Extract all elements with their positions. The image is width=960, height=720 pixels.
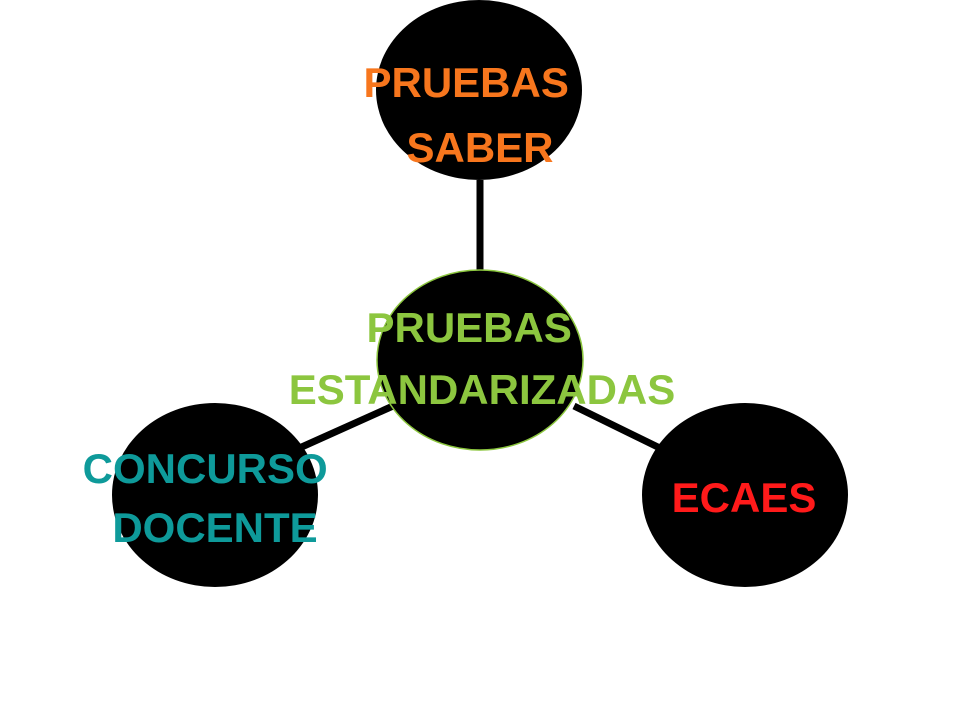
node-top-label-line-2: SABER bbox=[406, 124, 553, 171]
node-center-label-line-2: ESTANDARIZADAS bbox=[289, 366, 676, 413]
node-right-circle bbox=[642, 403, 848, 587]
node-right-label: ECAES bbox=[672, 474, 817, 521]
node-left-label-line-2: DOCENTE bbox=[112, 504, 317, 551]
node-right-label-line-1: ECAES bbox=[672, 474, 817, 521]
node-top-circle bbox=[376, 0, 582, 180]
node-top-label: PRUEBAS SABER bbox=[363, 59, 580, 171]
node-top-label-line-1: PRUEBAS bbox=[363, 59, 568, 106]
node-center-circle bbox=[376, 269, 584, 451]
node-center-label-line-1: PRUEBAS bbox=[366, 304, 571, 351]
node-left-circle bbox=[112, 403, 318, 587]
node-left-label-line-1: CONCURSO bbox=[83, 445, 328, 492]
connector-left bbox=[293, 402, 395, 454]
connector-right bbox=[572, 402, 670, 456]
node-left-label: CONCURSO DOCENTE bbox=[83, 445, 340, 551]
node-center-label: PRUEBAS ESTANDARIZADAS bbox=[289, 304, 676, 413]
